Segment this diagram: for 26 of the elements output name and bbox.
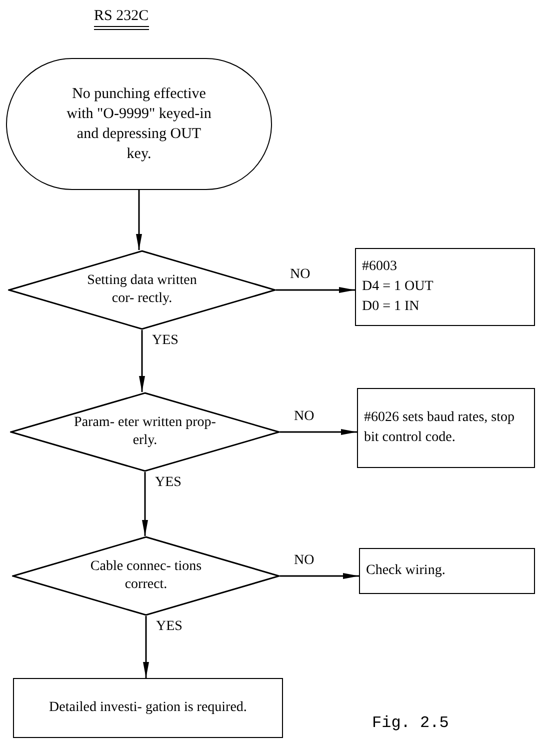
arrow [142,472,148,536]
arrow [136,190,142,250]
arrow [139,330,145,392]
process-box [355,248,535,326]
node-text: #6026 sets baud rates, stop bit control code. [364,409,516,447]
process-box [13,678,283,738]
node-text: #6003 [362,258,398,276]
decision-diamond [8,250,276,330]
node-text: Detailed investi- gation is required. [49,699,247,717]
node-text: Setting data written cor- rectly. [86,272,198,308]
node-text: No punching effective with "O-9999" keyed-in and depressing OUT key. [66,85,212,164]
node-text: Cable connec- tions correct. [89,558,203,594]
node-text: D0 = 1 IN [362,298,420,316]
decision-diamond [12,536,280,616]
arrow [276,287,355,293]
figure-caption: Fig. 2.5 [372,713,449,734]
title: RS 232C [94,6,149,30]
arrow [280,429,357,435]
arrow [143,616,149,678]
process-box [357,388,535,468]
process-box [359,548,535,594]
decision-diamond [10,392,280,472]
node-text: Check wiring. [366,562,446,580]
node-text: D4 = 1 OUT [362,278,434,296]
node-text: Param- eter written prop- erly. [73,414,217,450]
arrow [280,573,359,579]
